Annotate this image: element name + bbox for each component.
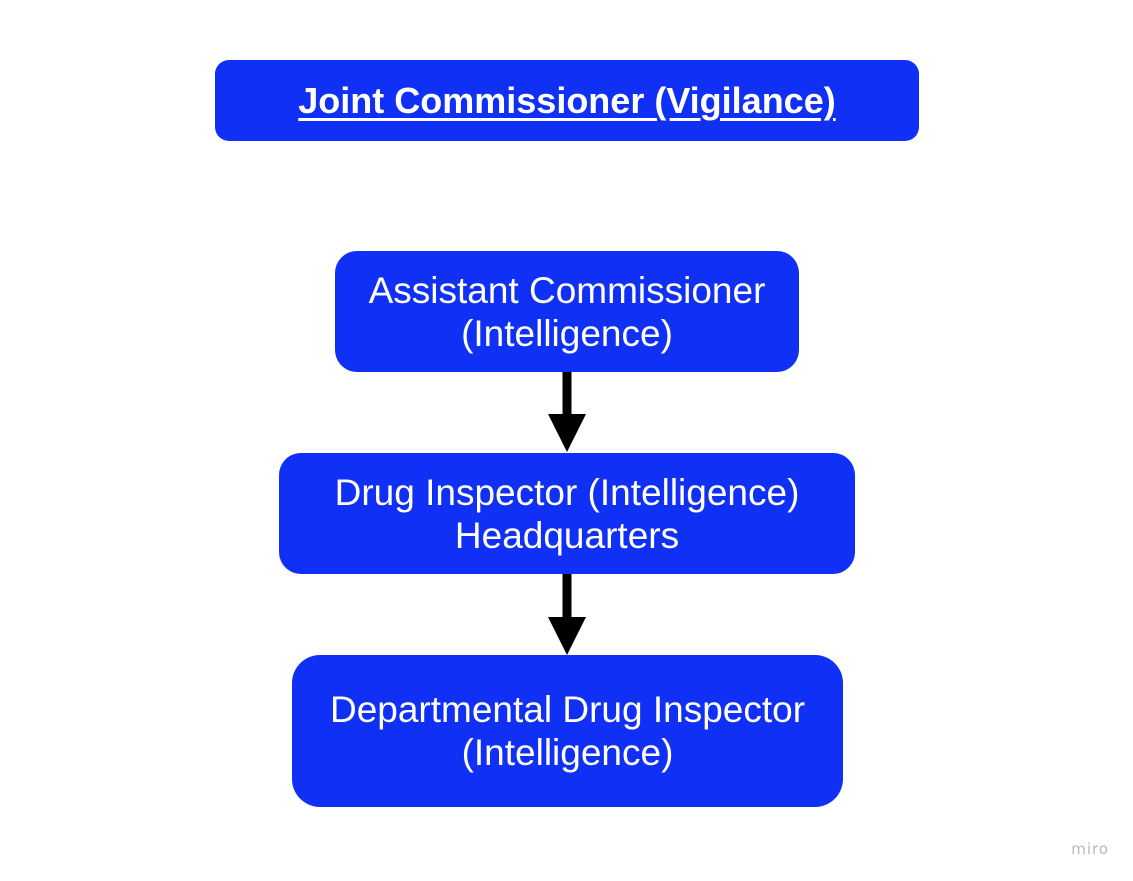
node-assistant-commissioner: Assistant Commissioner (Intelligence) (335, 251, 799, 372)
node-departmental-drug-inspector: Departmental Drug Inspector (Intelligenc… (292, 655, 843, 807)
node-label-line: Joint Commissioner (Vigilance) (298, 80, 836, 121)
arrow-shaft (562, 372, 572, 416)
node-label-line: Headquarters (454, 514, 680, 556)
arrow-drug-inspector-to-departmental (548, 574, 586, 655)
node-label-line: (Intelligence) (461, 312, 673, 354)
arrow-head (548, 414, 586, 452)
node-joint-commissioner: Joint Commissioner (Vigilance) (215, 60, 919, 141)
node-label-line: Departmental Drug Inspector (329, 689, 806, 730)
arrow-shaft (562, 574, 572, 619)
miro-watermark: miro (1071, 840, 1109, 858)
node-drug-inspector-hq: Drug Inspector (Intelligence) Headquarte… (279, 453, 855, 574)
node-label-line: (Intelligence) (461, 732, 674, 773)
arrow-assistant-to-drug-inspector (548, 372, 586, 452)
arrow-head (548, 617, 586, 655)
node-label-line: Drug Inspector (Intelligence) (334, 471, 800, 513)
node-label-line: Assistant Commissioner (368, 269, 766, 311)
